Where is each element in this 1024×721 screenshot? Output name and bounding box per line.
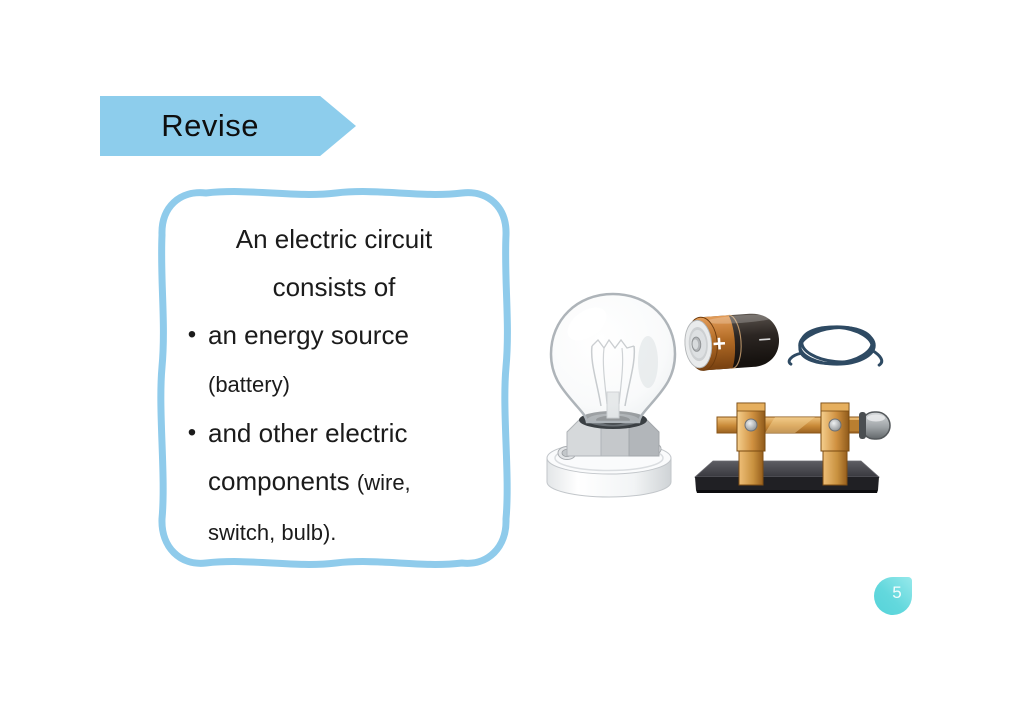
battery-plus-sign: + [712, 330, 727, 357]
bullet2-main-text: components [208, 466, 350, 496]
switch-screw-left [744, 418, 758, 432]
revision-box: An electric circuit consists of • an ene… [154, 185, 514, 571]
bulb-glass [549, 292, 677, 424]
switch-post-left [736, 402, 766, 452]
bullet-item-other-components: • and other electric components (wire, s… [176, 409, 492, 557]
switch-illustration [693, 402, 891, 493]
bullet-item-energy-source: • an energy source (battery) [176, 311, 492, 409]
battery-illustration: + − [684, 313, 779, 371]
battery-minus-sign: − [757, 326, 772, 353]
page-number-badge: 5 [874, 577, 912, 615]
wire-coil [787, 325, 884, 367]
light-bulb-illustration [546, 292, 677, 498]
bullet2-sub2-text: switch, bulb). [208, 520, 337, 545]
bullet2-line1-text: and other electric [208, 418, 408, 448]
switch-base [693, 460, 881, 493]
box-heading-line-1: An electric circuit [235, 224, 433, 254]
bullet2-sub1-text: (wire, [356, 470, 411, 495]
bullet1-main-text: an energy source [208, 320, 409, 350]
banner-label: Revise [161, 108, 259, 143]
switch-handle-knob [859, 411, 891, 440]
bullet-glyph: • [187, 321, 197, 348]
wire-illustration [787, 325, 884, 367]
page-number: 5 [892, 583, 902, 602]
bullet-glyph: • [187, 419, 197, 446]
switch-post-right [820, 402, 850, 452]
revision-box-content: An electric circuit consists of • an ene… [154, 185, 514, 571]
switch-screw-right [828, 418, 842, 432]
wavy-border-frame [157, 188, 511, 568]
box-heading-line-2: consists of [272, 272, 396, 302]
battery-positive-terminal [684, 316, 718, 371]
switch-foot-right [822, 444, 848, 486]
bullet1-sub-text: (battery) [208, 372, 290, 397]
revise-banner-arrow: Revise [100, 96, 356, 156]
